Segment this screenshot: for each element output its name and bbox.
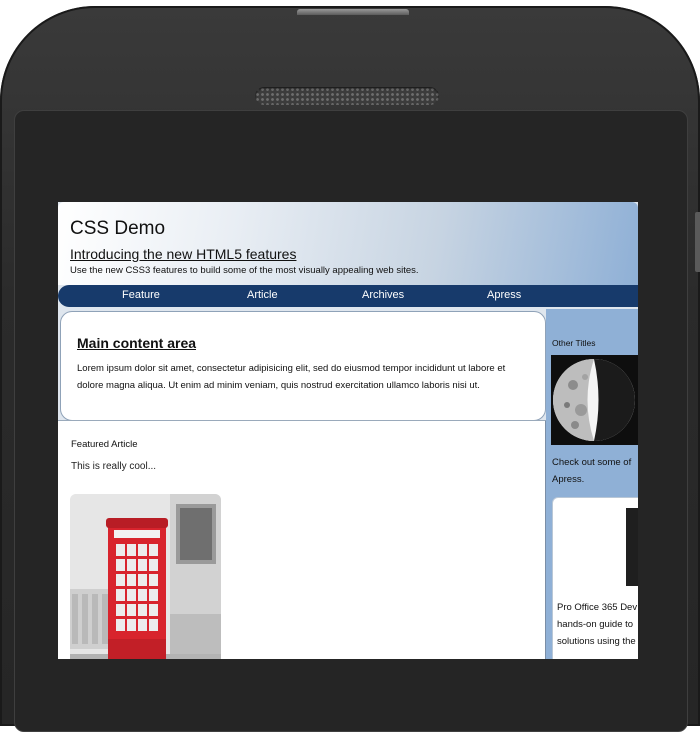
site-header: CSS Demo Introducing the new HTML5 featu…: [58, 202, 638, 285]
book-cover-image: [626, 508, 638, 586]
featured-article-section: Featured Article This is really cool...: [58, 420, 547, 659]
main-navigation: Feature Article Archives Apress: [58, 285, 638, 307]
nav-item-article[interactable]: Article: [247, 289, 278, 301]
nav-item-archives[interactable]: Archives: [362, 289, 405, 301]
site-subtitle-link[interactable]: Introducing the new HTML5 features: [70, 246, 297, 262]
sidebar-description: Check out some of Apress.: [552, 457, 632, 485]
nav-item-apress[interactable]: Apress: [487, 289, 522, 301]
moon-image[interactable]: [551, 355, 638, 445]
nav-item-feature[interactable]: Feature: [122, 289, 160, 301]
site-title: CSS Demo: [70, 218, 166, 239]
featured-article-text: This is really cool...: [71, 461, 157, 472]
main-content-text: Lorem ipsum dolor sit amet, consectetur …: [77, 363, 506, 391]
book-card[interactable]: Pro Office 365 Dev hands-on guide to sol…: [552, 497, 638, 659]
red-telephone-box-image: [70, 494, 221, 659]
site-tagline: Use the new CSS3 features to build some …: [70, 265, 419, 276]
browser-screen: CSS Demo Introducing the new HTML5 featu…: [58, 202, 638, 659]
main-content-title[interactable]: Main content area: [77, 335, 197, 351]
main-content-area: Main content area Lorem ipsum dolor sit …: [60, 311, 546, 421]
volume-button: [695, 212, 700, 272]
speaker-grille: [255, 87, 439, 105]
book-description: Pro Office 365 Dev hands-on guide to sol…: [557, 602, 638, 647]
sidebar: Other Titles Check out some of Apress. P…: [546, 309, 638, 659]
sidebar-title: Other Titles: [552, 338, 596, 348]
power-button: [297, 9, 409, 15]
featured-article-heading: Featured Article: [71, 439, 138, 450]
